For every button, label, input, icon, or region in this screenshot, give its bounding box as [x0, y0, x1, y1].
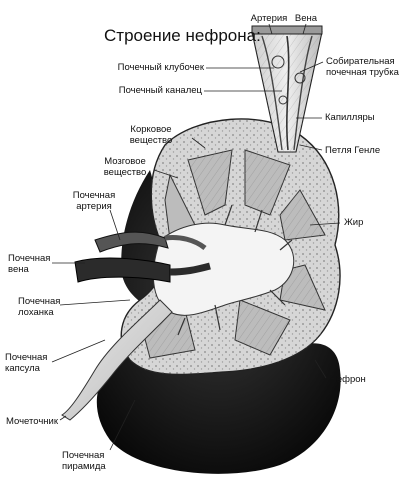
diagram-title: Строение нефрона:: [104, 26, 261, 45]
label-capsule: Почечная капсула: [5, 352, 48, 374]
ureter: [61, 299, 173, 421]
label-fat: Жир: [344, 217, 364, 228]
renal-vessels: [74, 231, 211, 283]
leader-lines: [51, 23, 341, 451]
label-nephron: Нефрон: [330, 374, 366, 385]
label-ureter: Мочеточник: [6, 416, 58, 427]
label-capillaries: Капилляры: [325, 112, 375, 123]
label-vein-top: Вена: [294, 13, 318, 24]
label-renal-vein: Почечная вена: [8, 253, 51, 275]
label-cortex: Корковое вещество: [129, 124, 173, 146]
label-artery-top: Артерия: [250, 13, 288, 24]
label-pelvis: Почечная лоханка: [18, 296, 61, 318]
label-henle-loop: Петля Генле: [325, 145, 381, 156]
nephron-column: [251, 25, 323, 153]
label-pyramid: Почечная пирамида: [62, 450, 106, 472]
label-renal-artery: Почечная артерия: [72, 190, 116, 212]
label-tubule: Почечный каналец: [118, 85, 202, 96]
label-medulla: Мозговое вещество: [103, 156, 147, 178]
label-glomerulus: Почечный клубочек: [117, 62, 204, 73]
label-collecting-duct: Собирательная почечная трубка: [326, 56, 399, 78]
